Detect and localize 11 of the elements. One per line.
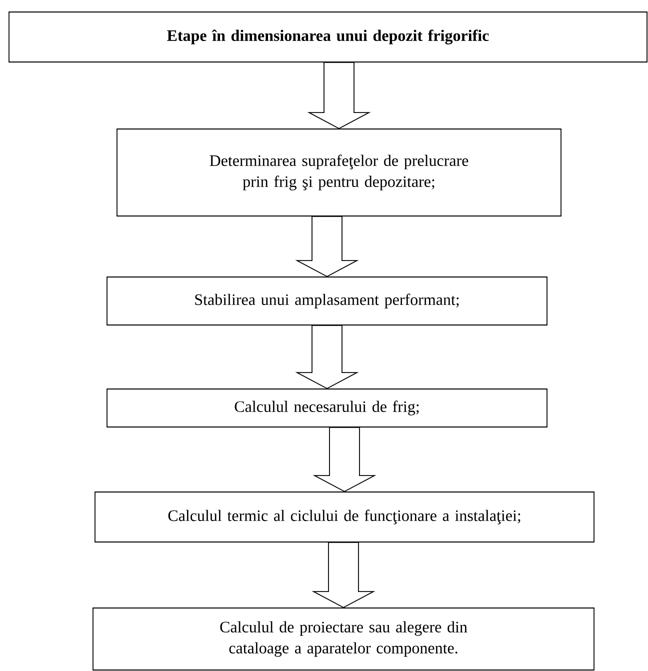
title-box: Etape în dimensionarea unui depozit frigorific bbox=[8, 12, 648, 62]
step-box: Determinarea suprafeţelor de prelucrare prin frig şi pentru depozitare; bbox=[116, 128, 562, 216]
step-box: Calculul de proiectare sau alegere din cataloage a aparatelor componente. bbox=[92, 608, 594, 670]
block-arrow bbox=[295, 325, 359, 390]
block-arrow bbox=[312, 542, 376, 608]
block-arrow bbox=[307, 62, 371, 130]
step-box: Calculul necesarului de frig; bbox=[106, 388, 548, 428]
step-box: Calculul termic al ciclului de funcţionare a instalaţiei; bbox=[94, 492, 594, 542]
block-arrow bbox=[295, 216, 359, 278]
step-box: Stabilirea unui amplasament performant; bbox=[106, 276, 548, 326]
block-arrow bbox=[312, 427, 376, 492]
